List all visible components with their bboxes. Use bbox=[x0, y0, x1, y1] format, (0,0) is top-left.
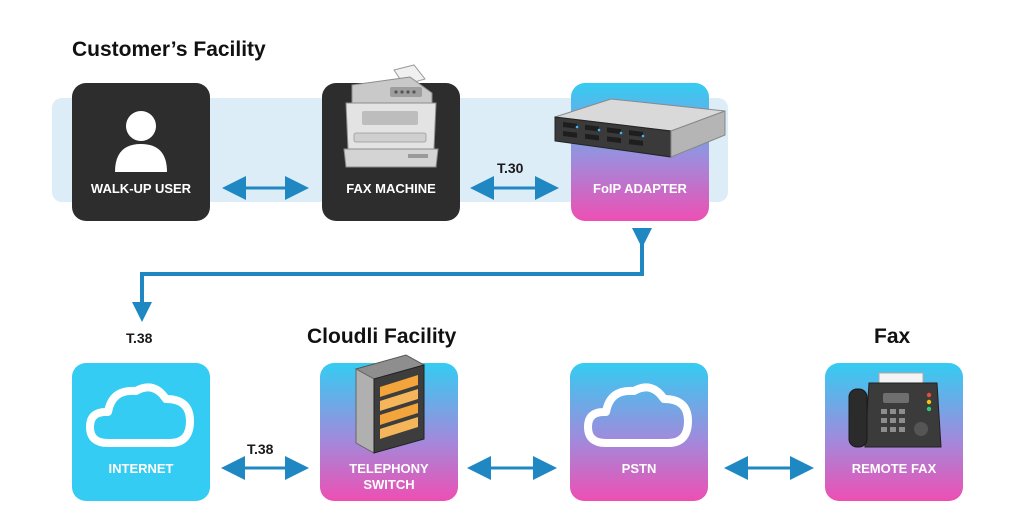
walk-up-user-node: WALK-UP USER bbox=[72, 83, 210, 221]
protocol-label-t38-lower: T.38 bbox=[247, 441, 274, 457]
fax-machine-icon bbox=[343, 64, 439, 168]
foip-adapter-node: FoIP ADAPTER bbox=[554, 83, 726, 221]
protocol-label-t30: T.30 bbox=[497, 160, 524, 176]
server-tower-icon bbox=[354, 354, 426, 454]
internet-node: INTERNET bbox=[72, 363, 210, 501]
cloudli-facility-heading: Cloudli Facility bbox=[307, 325, 457, 348]
fax-phone-icon bbox=[848, 372, 942, 448]
walk-up-user-label: WALK-UP USER bbox=[90, 181, 192, 196]
customer-facility-heading: Customer’s Facility bbox=[72, 38, 266, 61]
pstn-node: PSTN bbox=[570, 363, 708, 501]
arrow-foip-internet bbox=[132, 228, 652, 322]
fax-heading: Fax bbox=[874, 325, 911, 348]
fax-machine-label: FAX MACHINE bbox=[346, 181, 436, 196]
server-rack-icon bbox=[554, 98, 726, 158]
telephony-switch-label-line1: TELEPHONY bbox=[349, 461, 429, 476]
remote-fax-node: REMOTE FAX bbox=[825, 363, 963, 501]
cloud-icon bbox=[584, 383, 692, 447]
remote-fax-label: REMOTE FAX bbox=[851, 461, 937, 476]
person-icon bbox=[115, 111, 167, 172]
telephony-switch-label-line2: SWITCH bbox=[363, 477, 415, 492]
protocol-label-t38-upper: T.38 bbox=[126, 330, 153, 346]
fax-machine-node: FAX MACHINE bbox=[322, 64, 460, 221]
pstn-label: PSTN bbox=[621, 461, 657, 476]
cloud-icon bbox=[86, 383, 194, 447]
telephony-switch-node: TELEPHONY SWITCH bbox=[320, 354, 458, 501]
internet-label: INTERNET bbox=[108, 461, 174, 476]
foip-adapter-label: FoIP ADAPTER bbox=[593, 181, 687, 196]
